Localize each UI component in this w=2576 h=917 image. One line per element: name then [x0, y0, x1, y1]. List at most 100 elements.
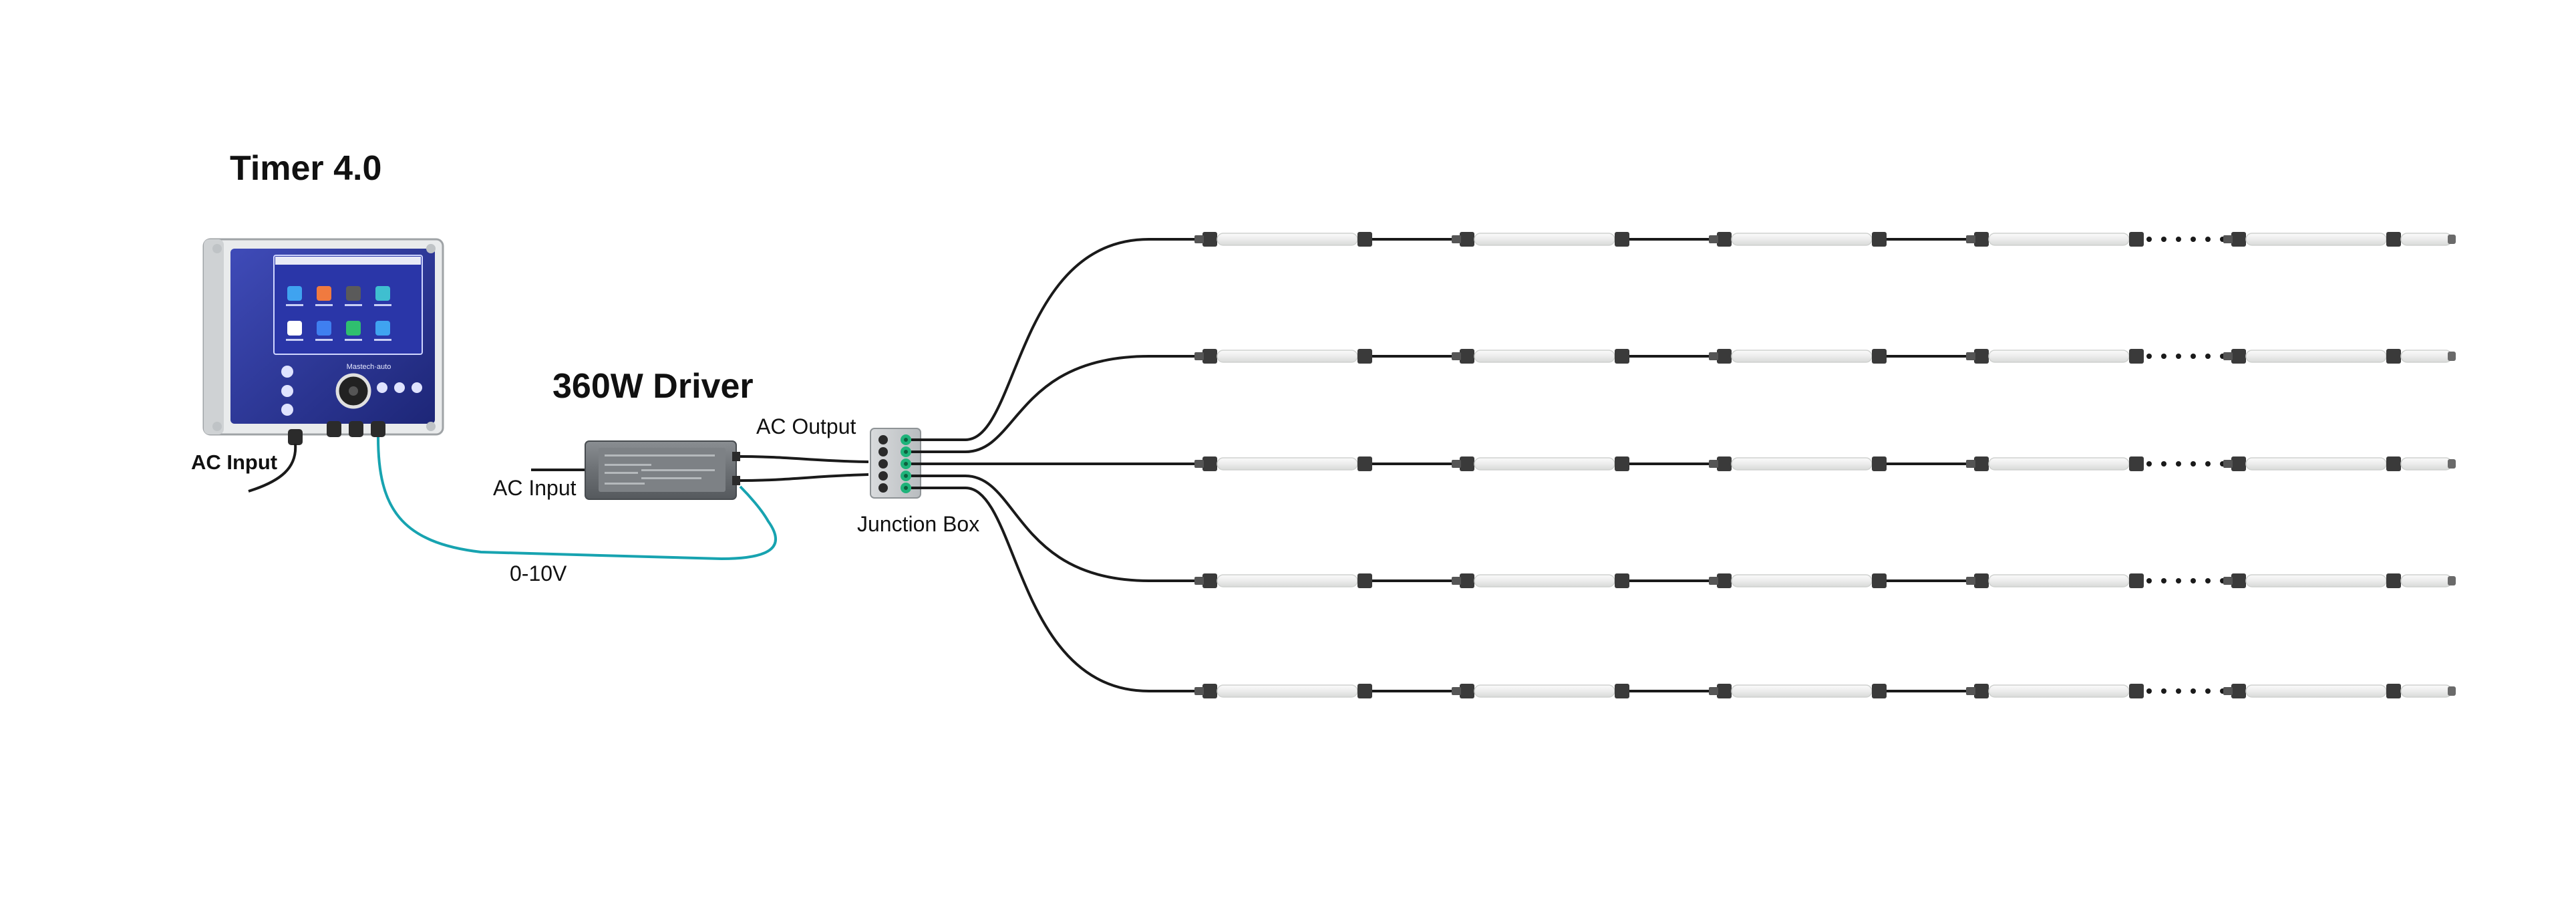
tube-connector-cap [1966, 235, 1975, 243]
continuation-dot [2146, 461, 2152, 467]
tube-connector-cap [1194, 352, 1204, 360]
continuation-dot [2205, 237, 2211, 242]
led-tube-tail [2400, 684, 2452, 698]
timer-app-icon[interactable] [287, 286, 302, 301]
tube-connector [1717, 456, 1732, 471]
timer-button[interactable] [412, 382, 422, 393]
timer-app-icon[interactable] [317, 286, 331, 301]
timer-app-icon[interactable] [375, 321, 390, 336]
led-tube [2245, 350, 2387, 363]
tube-connector-cap [1966, 460, 1975, 468]
junction-input-terminal [878, 435, 888, 444]
led-tube [1731, 574, 1873, 587]
tube-connector-cap [2223, 687, 2233, 695]
tube-connector-cap [2223, 235, 2233, 243]
timer-button[interactable] [281, 366, 293, 378]
cable-gland [371, 421, 385, 437]
led-tube [2245, 233, 2387, 246]
tube-connector-cap [1452, 235, 1461, 243]
led-tube [1474, 457, 1615, 471]
tube-connector [1460, 349, 1474, 364]
timer-brand-text: Mastech·auto [347, 363, 391, 371]
continuation-dot [2205, 354, 2211, 359]
led-tube [1217, 574, 1358, 587]
tube-connector-cap [1709, 687, 1718, 695]
tube-connector-cap [1452, 460, 1461, 468]
timer-app-caption [374, 339, 391, 341]
continuation-dot [2176, 688, 2181, 694]
driver-label-text-line [605, 454, 645, 456]
tube-end-connector [1872, 456, 1887, 471]
led-tube [1731, 457, 1873, 471]
timer-app-caption [286, 304, 303, 306]
ac-output-cable [740, 455, 869, 463]
continuation-dot [2146, 354, 2152, 359]
tube-end-connector [2129, 456, 2144, 471]
junction-terminal-center [904, 474, 908, 478]
feeder-cable [965, 238, 1150, 441]
timer-app-icon[interactable] [346, 321, 361, 336]
tube-end-connector [2129, 684, 2144, 698]
continuation-dot [2191, 237, 2196, 242]
led-tube [1217, 684, 1358, 698]
tube-connector [1974, 349, 1989, 364]
tube-connector-cap [1194, 235, 1204, 243]
tube-connector-cap [1194, 687, 1204, 695]
tube-end-connector [1615, 349, 1629, 364]
dimming-cable [377, 436, 777, 561]
driver-connector [732, 452, 740, 461]
screw-icon [426, 244, 436, 253]
timer-app-icon[interactable] [287, 321, 302, 336]
continuation-dot [2146, 688, 2152, 694]
driver-label-text-line [641, 477, 701, 479]
continuation-dot [2205, 688, 2211, 694]
timer-button[interactable] [281, 404, 293, 416]
tube-connector [1974, 456, 1989, 471]
tube-connector [1717, 232, 1732, 247]
ac-output-label: AC Output [756, 414, 856, 438]
tube-connector [1460, 456, 1474, 471]
tube-connector [2231, 684, 2246, 698]
timer-right-buttons [377, 382, 422, 393]
tube-end-connector [1872, 573, 1887, 588]
tube-end-connector [1357, 573, 1372, 588]
tube-connector [2231, 456, 2246, 471]
tube-end-connector [1615, 456, 1629, 471]
continuation-dot [2161, 578, 2166, 583]
tube-end-connector [2386, 456, 2401, 471]
led-tube [1988, 457, 2130, 471]
tube-end-connector [1615, 232, 1629, 247]
cable-gland [349, 421, 363, 437]
tube-end-connector [2386, 349, 2401, 364]
timer-app-caption [315, 304, 333, 306]
led-tube [1731, 350, 1873, 363]
driver-connector [732, 476, 740, 485]
tube-connector-cap [1194, 460, 1204, 468]
dimming-label: 0-10V [510, 561, 567, 585]
timer-button[interactable] [377, 382, 387, 393]
tube-connector-cap [2223, 352, 2233, 360]
led-tube [1988, 233, 2130, 246]
timer-left-buttons [281, 366, 293, 416]
continuation-dot [2191, 461, 2196, 467]
tube-end-connector [2129, 232, 2144, 247]
continuation-dot [2191, 688, 2196, 694]
timer-app-icon[interactable] [346, 286, 361, 301]
tube-connector-cap [1709, 352, 1718, 360]
tube-connector-cap [1452, 687, 1461, 695]
timer-button[interactable] [394, 382, 405, 393]
timer-app-icon[interactable] [317, 321, 331, 336]
timer-app-icon[interactable] [375, 286, 390, 301]
junction-input-terminal [878, 459, 888, 469]
tube-end-connector [1615, 573, 1629, 588]
screw-icon [426, 422, 436, 431]
tube-end-connector [2386, 232, 2401, 247]
timer-app-caption [374, 304, 391, 306]
timer-button[interactable] [281, 385, 293, 397]
led-tube [1988, 684, 2130, 698]
tube-end-connector [2386, 573, 2401, 588]
end-cap [2448, 686, 2456, 696]
continuation-dot [2146, 237, 2152, 242]
led-tube [1474, 684, 1615, 698]
tube-end-connector [2129, 349, 2144, 364]
